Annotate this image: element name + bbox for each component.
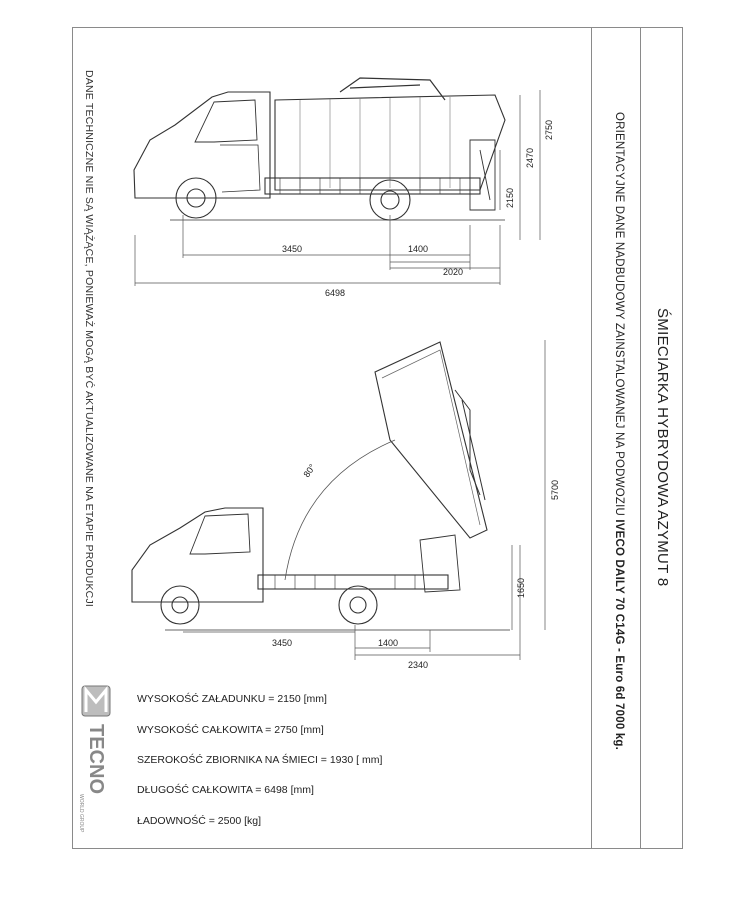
tipped-body xyxy=(374,341,488,539)
chassis-frame-2 xyxy=(257,574,449,590)
rear-wheel-hub-2 xyxy=(349,596,367,614)
rear-wheel-hub xyxy=(380,190,400,210)
tip-angle-arc xyxy=(284,439,396,581)
rear-frame-2 xyxy=(419,534,461,593)
cab-outline xyxy=(133,91,271,199)
lift-mechanism xyxy=(454,389,486,501)
dim-1400-top: 1400 xyxy=(408,244,428,254)
dim-2150-top: 2150 xyxy=(505,188,515,208)
dim-extension-lines xyxy=(134,215,501,286)
rear-mechanism xyxy=(469,139,496,211)
dim-2340-bottom: 2340 xyxy=(408,660,428,670)
spec-total-height: WYSOKOŚĆ CAŁKOWITA = 2750 [mm] xyxy=(137,724,324,736)
garbage-body xyxy=(274,94,506,191)
dim-3450-bottom: 3450 xyxy=(272,638,292,648)
dim-6498-top: 6498 xyxy=(325,288,345,298)
dim-lines-horizontal-2 xyxy=(183,631,520,656)
dim-extension-lines-2 xyxy=(354,545,521,660)
spec-payload: ŁADOWNOŚĆ = 2500 [kg] xyxy=(137,815,262,827)
dim-1650-bottom: 1650 xyxy=(516,578,526,598)
title-panel-divider xyxy=(640,27,641,849)
logo-brand-text: TECNO xyxy=(85,724,107,794)
dim-lines-horizontal xyxy=(135,254,500,284)
crane-arm xyxy=(339,77,446,101)
chassis-ribs-2 xyxy=(274,575,416,589)
cab-door xyxy=(220,144,261,193)
spec-total-length: DŁUGOŚĆ CAŁKOWITA = 6498 [mm] xyxy=(137,784,314,796)
chassis-frame xyxy=(264,177,481,195)
cab-window xyxy=(194,99,258,143)
chassis-ribs xyxy=(279,178,461,194)
front-wheel xyxy=(175,177,217,219)
dim-lines-vertical-2 xyxy=(511,340,546,630)
dim-2750-top: 2750 xyxy=(544,120,554,140)
front-wheel-hub xyxy=(186,188,206,208)
truck-side-view-closed: 3450 1400 2020 6498 2150 2470 2750 xyxy=(133,77,554,298)
dim-3450-top: 3450 xyxy=(282,244,302,254)
dim-5700-bottom: 5700 xyxy=(550,480,560,500)
right-panel-divider xyxy=(591,27,592,849)
front-wheel-2 xyxy=(160,585,200,625)
tipped-body-inner xyxy=(381,349,481,526)
dim-2020-top: 2020 xyxy=(443,267,463,277)
dim-lines-vertical xyxy=(499,90,541,240)
spec-tank-width: SZEROKOŚĆ ZBIORNIKA NA ŚMIECI = 1930 [ m… xyxy=(137,754,383,766)
cab-window-2 xyxy=(189,513,251,555)
body-ribs xyxy=(299,97,451,188)
truck-side-view-tipped: 80° 3450 1400 2340 5700 1650 xyxy=(131,340,560,670)
tip-angle-label: 80° xyxy=(301,462,317,479)
spec-load-height: WYSOKOŚĆ ZAŁADUNKU = 2150 [mm] xyxy=(137,693,327,705)
rear-wheel-2 xyxy=(338,585,378,625)
cab-outline-2 xyxy=(131,507,264,603)
front-wheel-hub-2 xyxy=(171,596,189,614)
dim-1400-bottom: 1400 xyxy=(378,638,398,648)
dim-2470-top: 2470 xyxy=(525,148,535,168)
logo-group-text: WORLD GROUP xyxy=(78,794,84,833)
logo-m-letter xyxy=(84,685,108,712)
drawing-frame xyxy=(72,27,683,849)
tecno-logo: TECNO WORLD GROUP xyxy=(78,685,111,833)
